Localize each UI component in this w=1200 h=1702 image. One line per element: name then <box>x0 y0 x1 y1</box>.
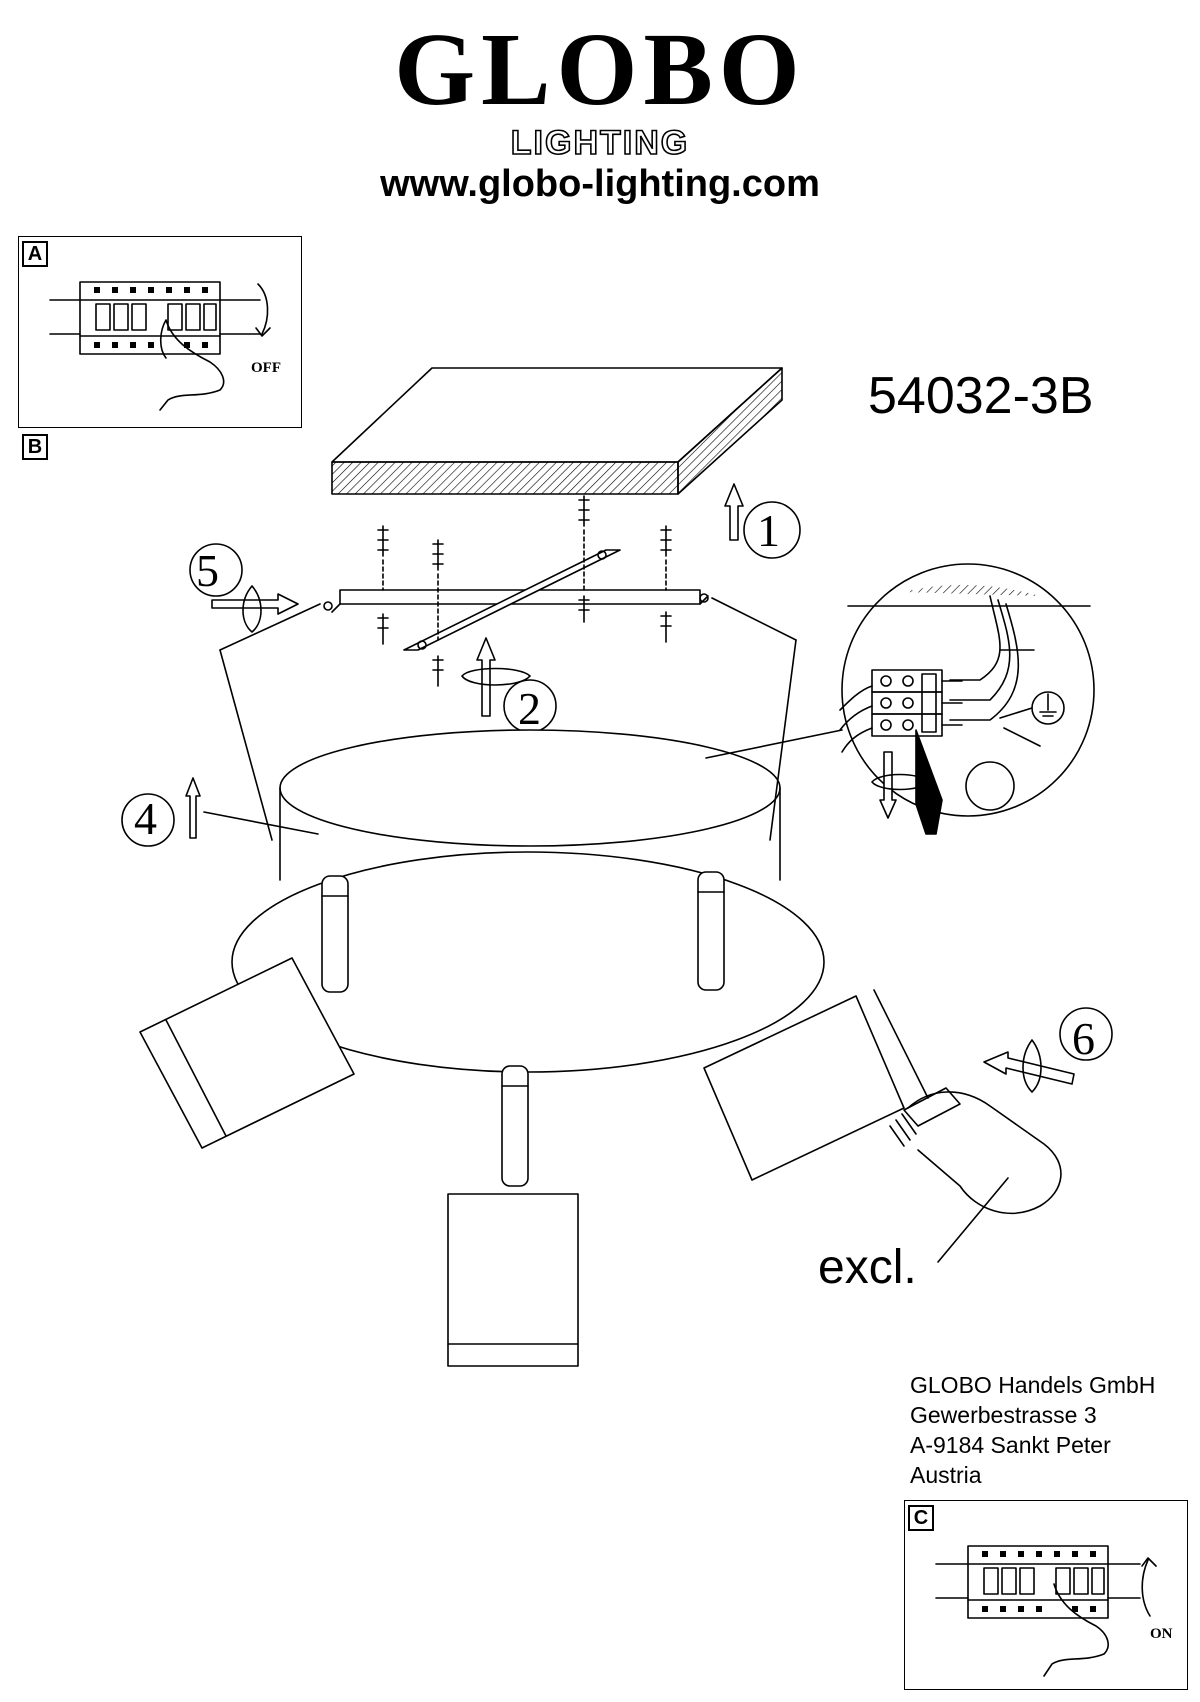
address-city: A-9184 Sankt Peter <box>910 1432 1111 1458</box>
screws-anchors <box>377 495 672 687</box>
breaker-strip-c <box>935 1545 1157 1677</box>
mounting-bracket <box>323 549 709 651</box>
brand-subtitle: LIGHTING <box>510 123 690 163</box>
spot-heads <box>139 957 929 1367</box>
step-1-arrow <box>724 483 744 541</box>
panel-b-label: B <box>22 434 48 460</box>
panel-a-switch-off <box>18 236 302 428</box>
breaker-strip-a <box>49 281 271 411</box>
step-2-arrow <box>476 637 496 717</box>
ceiling-slab <box>331 367 783 495</box>
panel-a-state: OFF <box>251 360 281 376</box>
panel-c-label: C <box>908 1505 934 1531</box>
wiring-detail <box>839 563 1095 835</box>
step-5-label: 5 <box>196 545 219 596</box>
bulb <box>889 1087 1062 1263</box>
step-1-label: 1 <box>757 505 780 556</box>
step-6-arrow <box>983 1051 1075 1085</box>
panel-a-label: A <box>22 241 48 267</box>
company-address: GLOBO Handels GmbH Gewerbestrasse 3 A-91… <box>910 1370 1155 1490</box>
panel-c-switch-on <box>904 1500 1188 1690</box>
canopy <box>219 597 825 1073</box>
website-url[interactable]: www.globo-lighting.com <box>380 163 820 205</box>
bulb-excluded-note: excl. <box>818 1241 917 1294</box>
address-company: GLOBO Handels GmbH <box>910 1372 1156 1398</box>
step-2-label: 2 <box>518 683 541 734</box>
step-4-arrow <box>185 777 201 839</box>
address-country: Austria <box>910 1462 982 1488</box>
address-street: Gewerbestrasse 3 <box>910 1402 1097 1428</box>
panel-c-state: ON <box>1150 1626 1173 1642</box>
spot-stems <box>321 871 725 1187</box>
model-number: 54032-3B <box>868 367 1094 425</box>
step-4-label: 4 <box>134 793 157 844</box>
step-6-label: 6 <box>1072 1013 1095 1064</box>
brand-logo: GLOBO <box>394 12 806 127</box>
step-5-arrow <box>211 593 299 615</box>
